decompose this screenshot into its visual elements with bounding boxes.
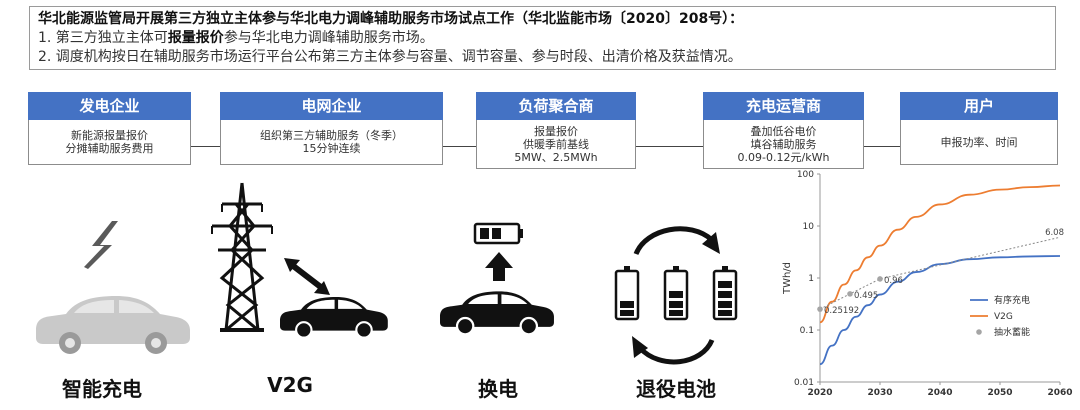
caption-battery-swap: 换电: [478, 377, 518, 401]
car-icon: [36, 296, 190, 354]
stakeholder-body: 新能源报量报价 分摊辅助服务费用: [28, 120, 191, 165]
data-label: 0.495: [854, 291, 878, 301]
x-tick-label: 2030: [867, 388, 892, 398]
stakeholder-line: 报量报价: [534, 124, 578, 138]
stakeholder-line: 申报功率、时间: [940, 135, 1018, 149]
notice-box: 华北能源监管局开展第三方独立主体参与华北电力调峰辅助服务市场试点工作（华北监能市…: [29, 6, 1056, 70]
connector-line: [443, 146, 476, 147]
capacity-chart: 0.01 0.1 1 10 100 2020 2030 2040 2050 2060 TWh/d 0.…: [760, 162, 1076, 410]
illustrations: [36, 182, 738, 365]
caption-retired-battery: 退役电池: [636, 377, 716, 401]
data-point: [817, 306, 823, 312]
series-line-ordered-charging: [819, 255, 1061, 366]
x-tick-label: 2060: [1047, 388, 1072, 398]
stakeholder-body: 组织第三方辅助服务（冬季） 15分钟连续: [220, 120, 443, 165]
power-tower-icon: [211, 182, 273, 332]
stakeholder-line: 组织第三方辅助服务（冬季）: [260, 129, 403, 142]
y-tick-label: 0.1: [800, 326, 814, 336]
stakeholder-charging-operator: 充电运营商 叠加低谷电价 填谷辅助服务 0.09-0.12元/kWh: [703, 92, 864, 169]
notice-title: 华北能源监管局开展第三方独立主体参与华北电力调峰辅助服务市场试点工作（华北监能市…: [38, 11, 744, 27]
stakeholder-title: 发电企业: [28, 92, 191, 120]
stakeholder-title: 电网企业: [220, 92, 443, 120]
battery-icon: [473, 222, 523, 245]
data-label: 6.08: [1045, 228, 1064, 238]
y-tick-label: 1: [808, 274, 814, 284]
up-arrow-icon: [485, 252, 513, 281]
cycle-arrow-icon: [702, 232, 720, 254]
caption-smart-charging: 智能充电: [62, 377, 142, 401]
stakeholder-user: 用户 申报功率、时间: [900, 92, 1058, 165]
stakeholder-line: 0.09-0.12元/kWh: [737, 150, 830, 164]
x-tick-label: 2050: [987, 388, 1012, 398]
notice-item-1-bold: 报量报价: [167, 30, 224, 46]
stakeholder-body: 申报功率、时间: [900, 120, 1058, 165]
cycle-arrow-icon: [633, 226, 715, 365]
battery-icon: [663, 266, 689, 321]
battery-icon: [614, 266, 640, 321]
stakeholder-line: 供暖季前基线: [523, 137, 589, 151]
y-tick-label: 100: [797, 170, 814, 180]
data-label: 0.25192: [824, 306, 859, 316]
stakeholder-load-aggregator: 负荷聚合商 报量报价 供暖季前基线 5MW、2.5MWh: [476, 92, 636, 169]
legend-label: 抽水蓄能: [994, 326, 1030, 338]
legend-label: 有序充电: [994, 294, 1030, 306]
connector-line: [864, 146, 900, 147]
stakeholder-title: 负荷聚合商: [476, 92, 636, 120]
stakeholder-title: 用户: [900, 92, 1058, 120]
cycle-arrow-icon: [632, 336, 648, 358]
notice-item-1-post: 参与华北电力调峰辅助服务市场。: [223, 30, 434, 46]
y-tick-label: 10: [803, 222, 815, 232]
notice-item-2: 2. 调度机构按日在辅助服务市场运行平台公布第三方主体参与容量、调节容量、参与时…: [38, 49, 742, 65]
notice-item-1-pre: 1. 第三方独立主体可: [38, 30, 168, 46]
y-tick-label: 0.01: [794, 378, 814, 388]
caption-v2g: V2G: [267, 373, 313, 397]
stakeholder-line: 叠加低谷电价: [750, 124, 817, 138]
connector-line: [636, 146, 703, 147]
x-tick-label: 2020: [807, 388, 832, 398]
bidirectional-arrow-icon: [284, 258, 330, 295]
y-axis-label: TWh/d: [782, 262, 793, 295]
stakeholder-line: 分摊辅助服务费用: [65, 142, 154, 155]
data-point: [877, 276, 883, 282]
stakeholder-line: 5MW、2.5MWh: [514, 150, 598, 164]
stakeholder-grid-company: 电网企业 组织第三方辅助服务（冬季） 15分钟连续: [220, 92, 443, 165]
stakeholder-line: 新能源报量报价: [71, 129, 148, 142]
data-point: [847, 291, 853, 297]
legend-label: V2G: [994, 312, 1013, 322]
battery-icon: [712, 266, 738, 321]
x-tick-label: 2040: [927, 388, 952, 398]
chart-svg: 0.01 0.1 1 10 100 2020 2030 2040 2050 2060 TWh/d 0.…: [782, 170, 1073, 398]
stakeholder-title: 充电运营商: [703, 92, 864, 120]
series-trend-pumped-storage: [819, 236, 1061, 310]
stakeholder-body: 报量报价 供暖季前基线 5MW、2.5MWh: [476, 120, 636, 169]
data-label: 0.96: [884, 276, 903, 286]
stakeholder-line: 15分钟连续: [302, 142, 361, 155]
legend-swatch: [976, 329, 982, 335]
car-icon: [280, 297, 388, 339]
connector-line: [191, 146, 220, 147]
notice-item-1: 1. 第三方独立主体可报量报价参与华北电力调峰辅助服务市场。: [38, 29, 1047, 48]
stakeholder-line: 填谷辅助服务: [750, 137, 817, 151]
lightning-icon: [84, 221, 118, 269]
stakeholder-power-generation: 发电企业 新能源报量报价 分摊辅助服务费用: [28, 92, 191, 165]
series-line-v2g: [819, 184, 1061, 324]
stakeholder-body: 叠加低谷电价 填谷辅助服务 0.09-0.12元/kWh: [703, 120, 864, 169]
car-icon: [440, 291, 554, 336]
